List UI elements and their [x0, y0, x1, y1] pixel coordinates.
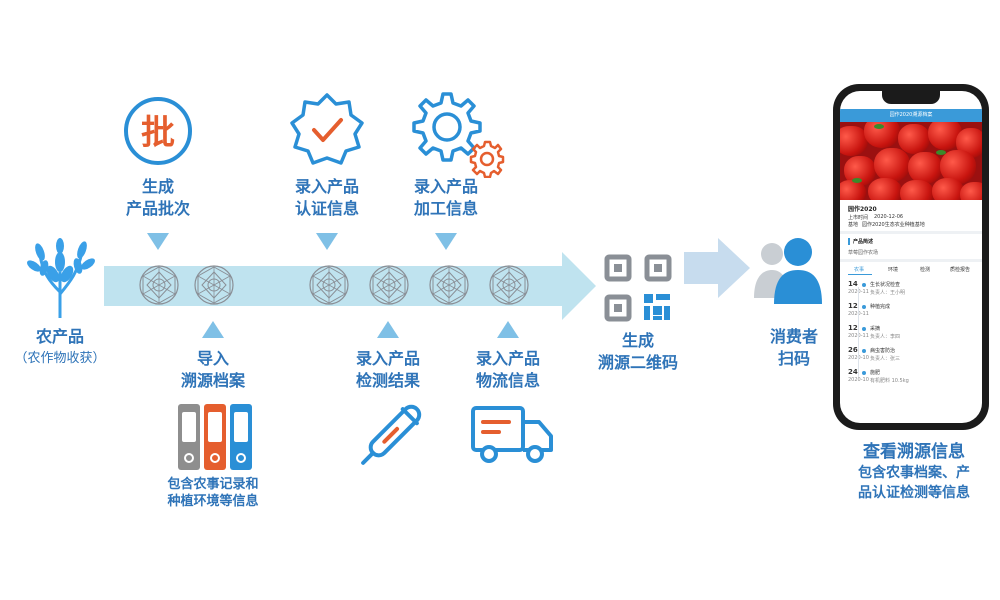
timeline-sub: 负责人：张三 — [870, 356, 901, 362]
qr-code-icon — [604, 254, 672, 322]
up-triangle-2 — [377, 321, 399, 338]
timeline-day: 12 — [848, 302, 858, 310]
step-logistics-label: 录入产品 物流信息 — [458, 348, 558, 392]
consumer-line2: 扫码 — [777, 349, 810, 368]
step-batch-line2: 产品批次 — [125, 199, 190, 218]
meta1-value: 2020-12-06 — [874, 214, 904, 220]
step-cert-line2: 认证信息 — [294, 199, 359, 218]
batch-icon-text: 批 — [141, 113, 175, 153]
result-title: 查看溯源信息 — [863, 442, 965, 462]
truck-icon — [471, 406, 553, 463]
meta1-label: 上市时间 — [848, 215, 869, 221]
chain-node-4 — [369, 265, 409, 305]
step-archive-label: 导入 溯源档案 — [163, 348, 263, 392]
step-logistics-line2: 物流信息 — [475, 371, 540, 390]
certified-badge-icon — [290, 93, 364, 165]
flow-arrow — [104, 252, 596, 320]
step-inspect-label: 录入产品 检测结果 — [338, 348, 438, 392]
qr-line1: 生成 — [621, 331, 654, 350]
down-triangle-3 — [435, 233, 457, 250]
timeline-day: 14 — [848, 280, 858, 288]
step-archive-line1: 导入 — [196, 349, 229, 368]
timeline-sub: 2020-10 — [848, 377, 869, 383]
app-title-bar: 园作2020溯源档案 — [840, 109, 982, 122]
tab-3[interactable]: 检测 — [920, 267, 931, 273]
step-batch-line1: 生成 — [141, 177, 174, 196]
origin-label: 农产品 （农作物收获） — [0, 326, 120, 370]
step-cert-label: 录入产品 认证信息 — [277, 176, 377, 220]
step-logistics-line1: 录入产品 — [475, 349, 540, 368]
step-archive-line2: 溯源档案 — [180, 371, 245, 390]
chain-node-2 — [194, 265, 234, 305]
tab-2[interactable]: 环境 — [888, 267, 899, 273]
chain-node-3 — [309, 265, 349, 305]
consumer-label: 消费者 扫码 — [744, 326, 844, 370]
binders-icon — [178, 404, 252, 470]
phone-screen: 园作2020溯源档案 园作2020 上市时间 2020-12-06 基地 园作2… — [840, 91, 982, 423]
step-inspect-line1: 录入产品 — [355, 349, 420, 368]
timeline-day: 26 — [848, 346, 858, 354]
step-process-line2: 加工信息 — [413, 199, 478, 218]
timeline-title: 采摘 — [870, 326, 881, 332]
product-name: 园作2020 — [848, 206, 877, 213]
timeline-day: 24 — [848, 368, 858, 376]
meta2-value: 园作2020生态农业种植基地 — [862, 222, 925, 228]
origin-line2: （农作物收获） — [14, 351, 106, 366]
scan-arrow — [684, 238, 750, 298]
origin-line1: 农产品 — [35, 327, 84, 346]
archive-note-line2: 种植环境等信息 — [167, 494, 259, 509]
smartphone: 园作2020溯源档案 园作2020 上市时间 2020-12-06 基地 园作2… — [833, 84, 989, 430]
archive-note-line1: 包含农事记录和 — [167, 477, 259, 492]
step-batch-label: 生成 产品批次 — [108, 176, 208, 220]
thermometer-icon — [361, 404, 422, 465]
timeline-title: 病虫害防治 — [870, 348, 896, 354]
archive-note: 包含农事记录和 种植环境等信息 — [148, 476, 278, 510]
chain-node-1 — [139, 265, 179, 305]
batch-icon: 批 — [124, 97, 192, 165]
wheat-icon — [27, 238, 95, 318]
result-label: 查看溯源信息 包含农事档案、产 品认证检测等信息 — [830, 441, 998, 503]
section-title: 产品简述 — [853, 239, 874, 245]
section-desc: 草莓园作农场 — [848, 250, 879, 256]
result-line1: 包含农事档案、产 — [858, 465, 970, 481]
strawberry-photo — [840, 122, 982, 200]
result-line2: 品认证检测等信息 — [858, 485, 970, 501]
gear-icon — [412, 92, 505, 178]
timeline-sub: 负责人：李四 — [870, 334, 901, 340]
chain-node-5 — [429, 265, 469, 305]
step-process-line1: 录入产品 — [413, 177, 478, 196]
tab-4[interactable]: 质检报告 — [950, 267, 971, 273]
consumer-icon — [754, 238, 822, 304]
qr-label: 生成 溯源二维码 — [583, 330, 693, 374]
up-triangle-3 — [497, 321, 519, 338]
consumer-line1: 消费者 — [769, 327, 818, 346]
step-process-label: 录入产品 加工信息 — [396, 176, 496, 220]
timeline-sub: 有机肥料 10.5kg — [870, 378, 909, 384]
step-inspect-line2: 检测结果 — [355, 371, 420, 390]
timeline-title: 施肥 — [870, 370, 881, 376]
chain-node-6 — [489, 265, 529, 305]
phone-notch — [882, 91, 940, 104]
tab-1[interactable]: 农事 — [854, 267, 865, 273]
down-triangle-1 — [147, 233, 169, 250]
down-triangle-2 — [316, 233, 338, 250]
qr-line2: 溯源二维码 — [597, 353, 678, 372]
up-triangle-1 — [202, 321, 224, 338]
timeline-title: 种植完成 — [870, 304, 891, 310]
meta2-label: 基地 — [848, 222, 859, 228]
timeline-title: 生长状况检查 — [870, 282, 901, 288]
step-cert-line1: 录入产品 — [294, 177, 359, 196]
timeline-sub: 负责人：王小明 — [870, 290, 906, 296]
timeline-day: 12 — [848, 324, 858, 332]
